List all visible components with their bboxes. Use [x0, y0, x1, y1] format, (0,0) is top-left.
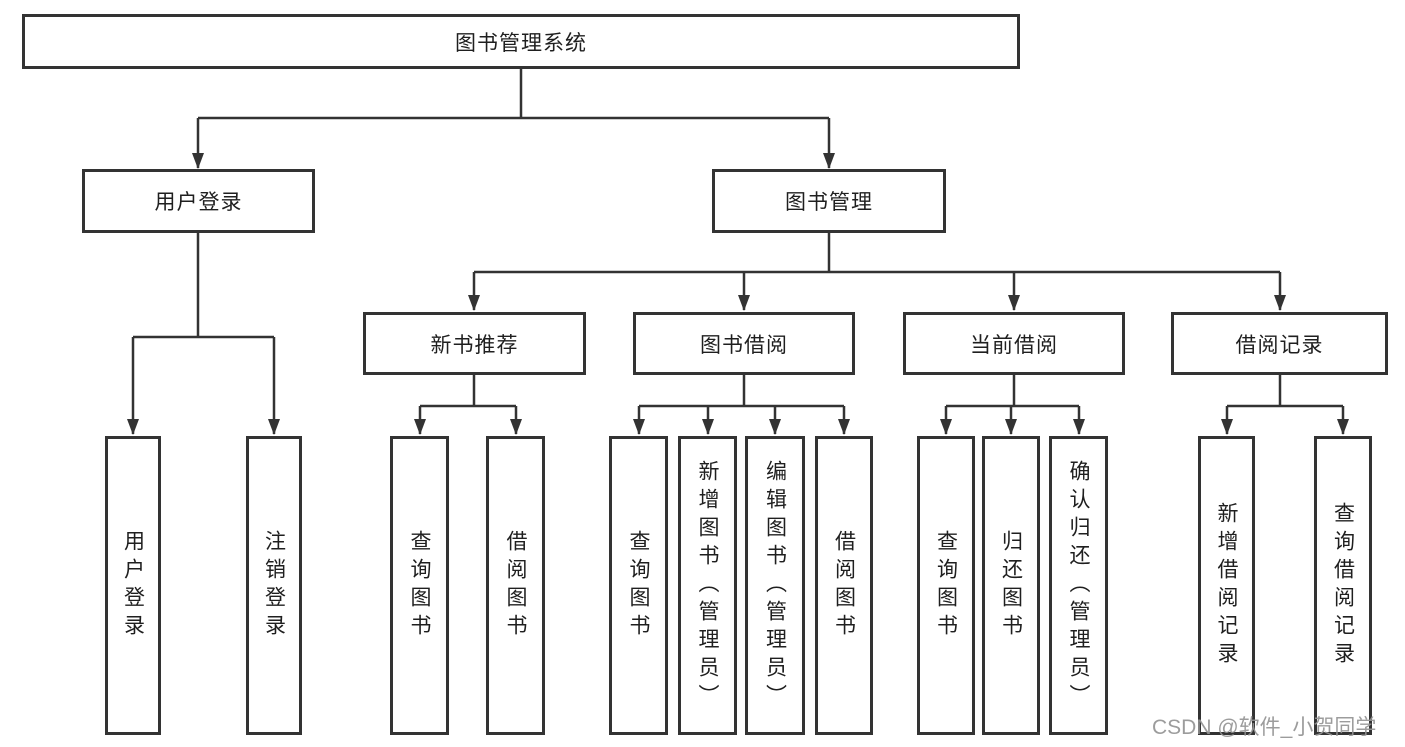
- node-label: 借阅记录: [1235, 333, 1324, 357]
- leaf-logout-login: 注销登录: [246, 436, 302, 735]
- leaf-return-books: 归还图书: [982, 436, 1040, 735]
- node-label: 图书管理系统: [455, 31, 587, 55]
- leaf-user-login: 用户登录: [105, 436, 161, 735]
- leaf-borrow-books: 借阅图书: [486, 436, 545, 735]
- node-label: 图书借阅: [700, 333, 788, 357]
- csdn-watermark: CSDN @软件_小贺同学: [1152, 716, 1377, 739]
- leaf-label: 新增借阅记录: [1215, 501, 1238, 670]
- leaf-label: 查询图书: [408, 529, 431, 642]
- leaf-add-books-admin: 新增图书（管理员）: [678, 436, 737, 735]
- node-book-management-branch: 图书管理: [712, 169, 946, 233]
- leaf-label: 编辑图书（管理员）: [763, 459, 787, 712]
- leaf-add-borrow-record: 新增借阅记录: [1198, 436, 1255, 735]
- node-new-book-recommendation: 新书推荐: [363, 312, 586, 375]
- node-library-management-system: 图书管理系统: [22, 14, 1020, 69]
- node-borrowing-records: 借阅记录: [1171, 312, 1388, 375]
- leaf-search-books: 查询图书: [390, 436, 449, 735]
- leaf-confirm-return-admin: 确认归还（管理员）: [1049, 436, 1108, 735]
- node-current-borrowing: 当前借阅: [903, 312, 1125, 375]
- leaf-label: 新增图书（管理员）: [696, 459, 719, 712]
- node-label: 图书管理: [785, 191, 873, 214]
- leaf-label: 查询图书: [934, 529, 958, 642]
- node-book-borrowing: 图书借阅: [633, 312, 855, 375]
- leaf-search-books: 查询图书: [609, 436, 668, 735]
- leaf-label: 归还图书: [999, 529, 1023, 642]
- leaf-label: 借阅图书: [504, 529, 527, 642]
- leaf-label: 确认归还（管理员）: [1067, 459, 1090, 712]
- node-label: 新书推荐: [430, 333, 519, 357]
- leaf-borrow-books: 借阅图书: [815, 436, 873, 735]
- node-label: 当前借阅: [970, 333, 1058, 357]
- leaf-label: 查询借阅记录: [1331, 501, 1355, 670]
- leaf-label: 用户登录: [121, 529, 145, 642]
- leaf-label: 借阅图书: [832, 529, 856, 642]
- leaf-label: 注销登录: [262, 529, 286, 642]
- leaf-search-books: 查询图书: [917, 436, 975, 735]
- leaf-edit-books-admin: 编辑图书（管理员）: [745, 436, 805, 735]
- leaf-search-borrow-record: 查询借阅记录: [1314, 436, 1372, 735]
- node-user-login-branch: 用户登录: [82, 169, 315, 233]
- leaf-label: 查询图书: [627, 529, 650, 642]
- node-label: 用户登录: [154, 191, 243, 214]
